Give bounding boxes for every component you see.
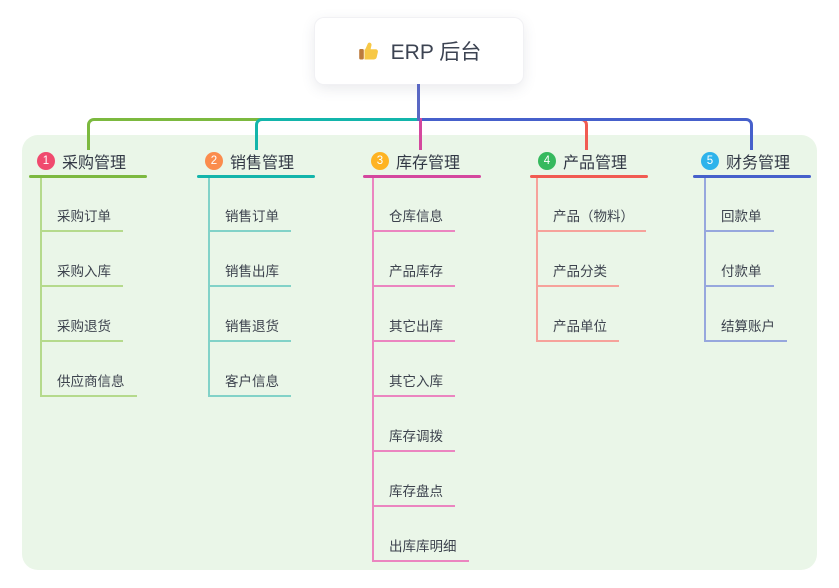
branch-销售管理: 2 销售管理销售订单销售出库销售退货客户信息 xyxy=(197,149,367,397)
branch-number-badge: 1 xyxy=(37,152,55,170)
connector-branch-5 xyxy=(419,118,753,150)
branch-title: 库存管理 xyxy=(396,155,461,172)
branch-库存管理: 3 库存管理仓库信息产品库存其它出库其它入库库存调拨库存盘点出库库明细 xyxy=(363,149,533,562)
child-item[interactable]: 库存盘点 xyxy=(372,482,455,507)
branch-title-row[interactable]: 4 产品管理 xyxy=(530,149,627,173)
branch-title-row[interactable]: 5 财务管理 xyxy=(693,149,790,173)
branch-财务管理: 5 财务管理回款单付款单结算账户 xyxy=(693,149,839,342)
branch-number-badge: 4 xyxy=(538,152,556,170)
branch-underline xyxy=(363,175,481,178)
child-item[interactable]: 付款单 xyxy=(704,262,774,287)
branch-title: 财务管理 xyxy=(726,155,791,172)
branch-title-row[interactable]: 3 库存管理 xyxy=(363,149,460,173)
branch-underline xyxy=(693,175,811,178)
branch-title-row[interactable]: 1 采购管理 xyxy=(29,149,126,173)
child-item[interactable]: 出库库明细 xyxy=(372,537,469,562)
branch-number-badge: 2 xyxy=(205,152,223,170)
child-item[interactable]: 客户信息 xyxy=(208,372,291,397)
child-item[interactable]: 其它出库 xyxy=(372,317,455,342)
child-item[interactable]: 结算账户 xyxy=(704,317,787,342)
branch-spine xyxy=(372,178,374,562)
child-item[interactable]: 采购入库 xyxy=(40,262,123,287)
branch-spine xyxy=(704,178,706,342)
branch-spine xyxy=(208,178,210,397)
child-item[interactable]: 仓库信息 xyxy=(372,207,455,232)
child-item[interactable]: 采购退货 xyxy=(40,317,123,342)
root-label: ERP 后台 xyxy=(390,41,482,64)
branch-spine xyxy=(536,178,538,342)
child-item[interactable]: 库存调拨 xyxy=(372,427,455,452)
branch-title: 采购管理 xyxy=(62,155,127,172)
thumbs-up-icon xyxy=(358,42,378,60)
child-item[interactable]: 产品分类 xyxy=(536,262,619,287)
connector-branch-1 xyxy=(87,118,422,150)
branch-产品管理: 4 产品管理产品（物料） 产品分类产品单位 xyxy=(530,149,700,342)
child-item[interactable]: 产品（物料） xyxy=(536,207,646,232)
child-item[interactable]: 产品库存 xyxy=(372,262,455,287)
child-item[interactable]: 销售退货 xyxy=(208,317,291,342)
branch-title: 销售管理 xyxy=(230,155,295,172)
branch-underline xyxy=(530,175,648,178)
root-node[interactable]: ERP 后台 xyxy=(315,18,523,84)
child-item[interactable]: 回款单 xyxy=(704,207,774,232)
branch-采购管理: 1 采购管理采购订单采购入库采购退货供应商信息 xyxy=(29,149,199,397)
branch-title: 产品管理 xyxy=(563,155,628,172)
child-item[interactable]: 销售出库 xyxy=(208,262,291,287)
connector-branch-3 xyxy=(419,118,422,150)
child-item[interactable]: 产品单位 xyxy=(536,317,619,342)
branches-panel xyxy=(22,135,817,570)
child-item[interactable]: 其它入库 xyxy=(372,372,455,397)
branch-underline xyxy=(29,175,147,178)
child-item[interactable]: 采购订单 xyxy=(40,207,123,232)
branch-number-badge: 5 xyxy=(701,152,719,170)
branch-underline xyxy=(197,175,315,178)
branch-number-badge: 3 xyxy=(371,152,389,170)
child-item[interactable]: 供应商信息 xyxy=(40,372,137,397)
branch-title-row[interactable]: 2 销售管理 xyxy=(197,149,294,173)
child-item[interactable]: 销售订单 xyxy=(208,207,291,232)
connector-branch-2 xyxy=(255,118,422,150)
root-connector-stub xyxy=(417,84,420,121)
branch-spine xyxy=(40,178,42,397)
